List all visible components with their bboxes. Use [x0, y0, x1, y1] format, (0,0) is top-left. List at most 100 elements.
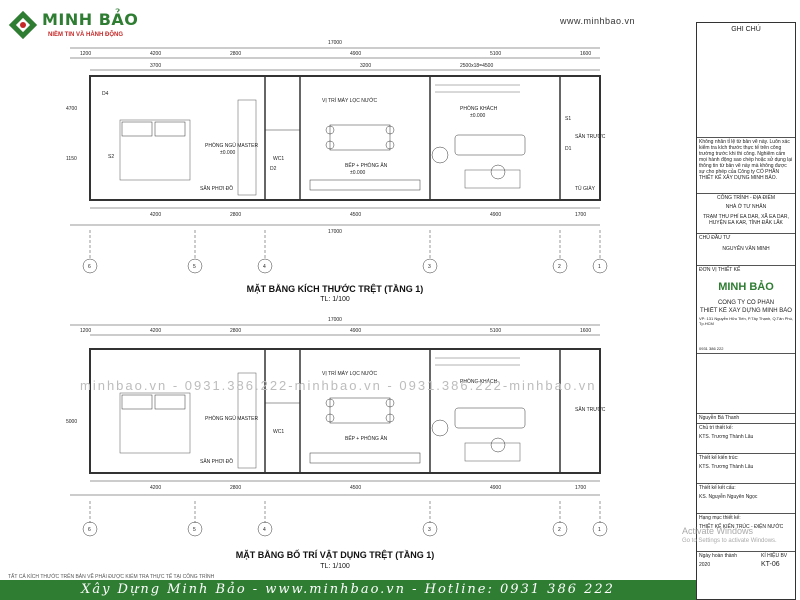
footer-banner: Xây Dựng Minh Bảo - www.minhbao.vn - Hot…	[0, 580, 696, 600]
dim-left-2: 1150	[66, 156, 77, 162]
company-phone: 0931 386 222	[699, 346, 724, 351]
dim2-top-1: 1200	[80, 328, 91, 334]
chief-label: Chủ trì thiết kế:	[697, 423, 795, 433]
owner-label: CHỦ ĐẦU TƯ	[697, 233, 795, 245]
project-label: CÔNG TRÌNH - ĐỊA ĐIỂM	[697, 193, 795, 203]
axis2-4: 4	[263, 527, 266, 533]
door-s1: S1	[565, 116, 571, 122]
dim2-total: 17000	[328, 317, 342, 323]
dimension-note: TẤT CẢ KÍCH THƯỚC TRÊN BẢN VẼ PHẢI ĐƯỢC …	[8, 574, 215, 580]
ghi-chu-header: GHI CHÚ	[731, 26, 761, 33]
room2-master: PHÒNG NGỦ MASTER	[205, 415, 258, 422]
dim-top-4: 4900	[350, 51, 361, 57]
room-level: ±0.000	[220, 150, 235, 156]
dim2-bot-2: 2800	[230, 485, 241, 491]
room2-porch: SÂN TRƯỚC	[575, 406, 606, 413]
door-d4: D4	[102, 91, 109, 97]
room-sink: VỊ TRÍ MÁY LỌC NƯỚC	[322, 97, 377, 104]
notes-area	[697, 37, 795, 137]
dim-top-1: 1200	[80, 51, 91, 57]
dim-mid-2: 3200	[360, 63, 371, 69]
room-porch: SÂN TRƯỚC	[575, 133, 606, 140]
project-address: TRẠM THU PHÍ EA DAR, XÃ EA DAR, HUYỆN EA…	[703, 214, 789, 226]
struct-label: Thiết kế kết cấu:	[697, 483, 795, 493]
stamp-area	[697, 353, 795, 413]
arch-name: KTS. Trương Thành Lâu	[699, 464, 754, 470]
dim2-bot-4: 4900	[490, 485, 501, 491]
axis2-1: 1	[598, 527, 601, 533]
brand-slogan: NIỀM TIN VÀ HÀNH ĐỘNG	[48, 32, 123, 38]
plan-1	[70, 47, 608, 274]
room2-living: PHÒNG KHÁCH	[460, 378, 498, 385]
panel-brand: MINH BẢO	[718, 281, 774, 293]
axis2-2: 2	[558, 527, 561, 533]
item-name: THIẾT KẾ KIẾN TRÚC - ĐIỆN NƯỚC	[699, 524, 784, 530]
title-block: GHI CHÚ Không nhân tỉ lệ từ bản vẽ này. …	[696, 22, 796, 600]
room-shoes: TỦ GIÀY	[575, 185, 596, 192]
floor-plan-drawing: 17000 1200 4200 2800 4900 5100 1600 3700…	[66, 40, 608, 570]
dim2-top-6: 1600	[580, 328, 591, 334]
axis2-6: 6	[88, 527, 91, 533]
chief-name: KTS. Trương Thành Lâu	[699, 434, 754, 440]
door-d1: D1	[565, 146, 572, 152]
plan1-scale: TL: 1/100	[320, 296, 350, 303]
dim2-top-5: 5100	[490, 328, 501, 334]
dim2-top-4: 4900	[350, 328, 361, 334]
date-value: 2020	[699, 562, 711, 568]
dim-top-2: 4200	[150, 51, 161, 57]
door-d2: D2	[270, 166, 277, 172]
activate-windows-hint: Go to Settings to activate Windows.	[682, 538, 777, 544]
project-name: NHÀ Ở TƯ NHÂN	[725, 204, 767, 210]
plan1-title: MẶT BẰNG KÍCH THƯỚC TRỆT (TẦNG 1)	[247, 283, 424, 294]
dim2-left: 5000	[66, 419, 77, 425]
dim-bot-4: 4900	[490, 212, 501, 218]
dim-top-3: 2800	[230, 51, 241, 57]
struct-name: KS. Nguyễn Nguyên Ngọc	[699, 494, 758, 500]
note-text: Không nhân tỉ lệ từ bản vẽ này. Luôn xác…	[697, 137, 795, 193]
dim-bot-3: 4500	[350, 212, 361, 218]
owner-name: NGUYỄN VĂN MINH	[722, 246, 770, 252]
brand-name: MINH BẢO	[42, 10, 139, 29]
axis-2: 2	[558, 264, 561, 270]
activate-windows: Activate Windows	[682, 526, 754, 536]
sheet-number: KT-06	[761, 561, 780, 568]
room-living: PHÒNG KHÁCH	[460, 105, 498, 112]
plan-2	[70, 324, 608, 537]
dim2-bot-3: 4500	[350, 485, 361, 491]
dim-mid-1: 3700	[150, 63, 161, 69]
room-level-k: ±0.000	[350, 170, 365, 176]
company-address: VP: 131 Nguyễn Hữu Tiến, P.Tây Thạnh, Q.…	[699, 316, 793, 326]
dim-top-5: 5100	[490, 51, 501, 57]
company-line1: CÔNG TY CỔ PHẦN	[717, 300, 775, 306]
room-wc: WC1	[273, 156, 284, 162]
design-unit-label: ĐƠN VỊ THIẾT KẾ	[697, 265, 795, 277]
room2-laundry: SÂN PHƠI ĐỒ	[200, 458, 233, 465]
room2-sink: VỊ TRÍ MÁY LỌC NƯỚC	[322, 370, 377, 377]
room2-kitchen: BẾP + PHÒNG ĂN	[345, 435, 388, 442]
plan2-title: MẶT BẰNG BỐ TRÍ VẬT DỤNG TRỆT (TẦNG 1)	[236, 549, 435, 560]
dim-total-1b: 17000	[328, 229, 342, 235]
room-level-l: ±0.000	[470, 113, 485, 119]
axis-5: 5	[193, 264, 196, 270]
axis-3: 3	[428, 264, 431, 270]
dim-left-1: 4700	[66, 106, 77, 112]
axis2-5: 5	[193, 527, 196, 533]
sheet-label: KÍ HIỆU BV	[759, 551, 795, 561]
axis-4: 4	[263, 264, 266, 270]
item-label: Hạng mục thiết kế:	[697, 513, 795, 523]
dim-bot-1: 4200	[150, 212, 161, 218]
site-url[interactable]: www.minhbao.vn	[560, 16, 636, 26]
room-laundry: SÂN PHƠI ĐỒ	[200, 185, 233, 192]
company-line2: THIẾT KẾ XÂY DỰNG MINH BẢO	[700, 308, 792, 314]
arch-label: Thiết kế kiến trúc:	[697, 453, 795, 463]
dim-top-6: 1600	[580, 51, 591, 57]
dim2-top-3: 2800	[230, 328, 241, 334]
dim2-top-2: 4200	[150, 328, 161, 334]
axis-6: 6	[88, 264, 91, 270]
watermark: minhbao.vn - 0931.386.222-minhbao.vn - 0…	[80, 378, 597, 393]
dim2-bot-1: 4200	[150, 485, 161, 491]
room-master: PHÒNG NGỦ MASTER	[205, 142, 258, 149]
date-label: Ngày hoàn thành	[697, 551, 759, 561]
dim-bot-2: 2800	[230, 212, 241, 218]
axis2-3: 3	[428, 527, 431, 533]
